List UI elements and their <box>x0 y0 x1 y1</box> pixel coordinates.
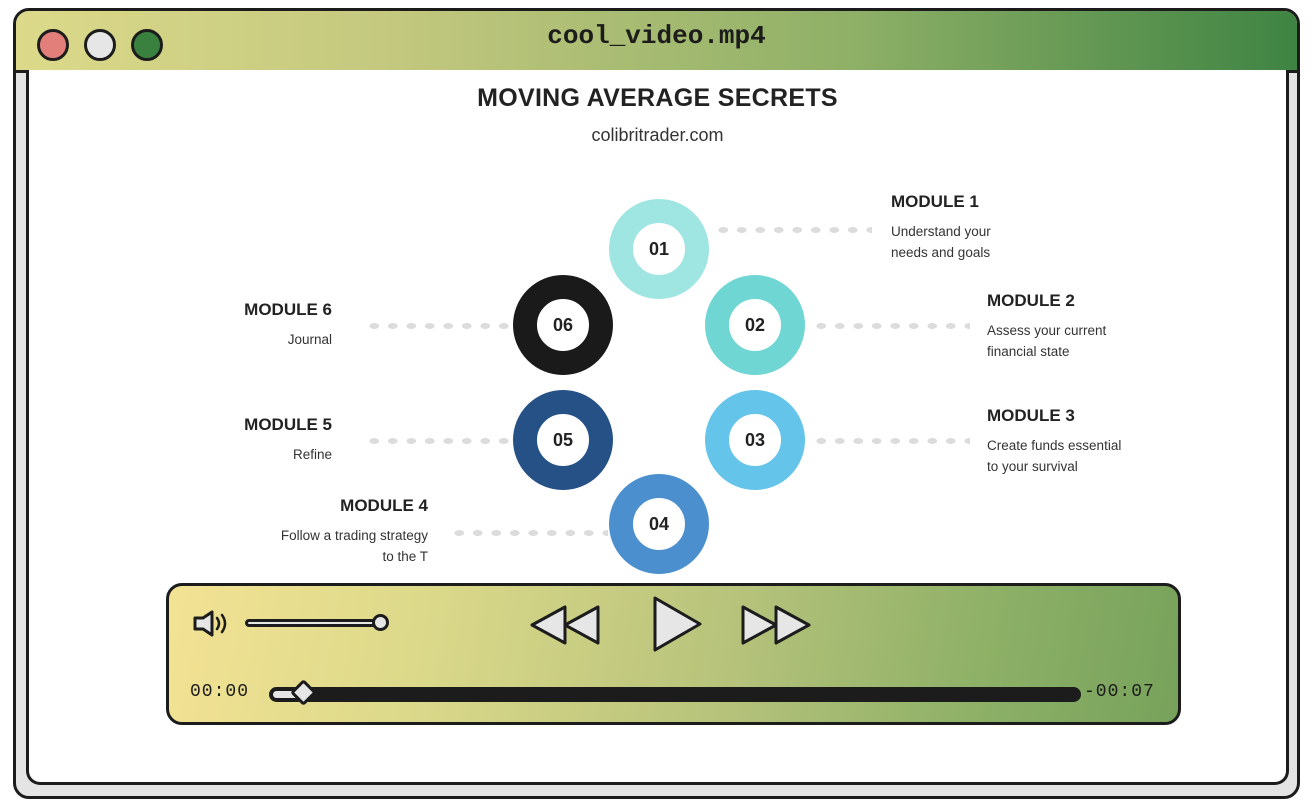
speaker-icon[interactable] <box>193 610 235 638</box>
minimize-button[interactable] <box>84 29 116 61</box>
module-5-connector <box>365 438 513 444</box>
module-2-desc-line2: financial state <box>987 344 1070 359</box>
slide-heading: MOVING AVERAGE SECRETS <box>477 84 838 112</box>
slide-subheading: colibritrader.com <box>591 125 724 145</box>
module-1-desc-line2: needs and goals <box>891 245 991 260</box>
module-3-desc-line1: Create funds essential <box>987 438 1122 453</box>
progress-bar[interactable] <box>269 687 1081 702</box>
module-1-desc: Understand your needs and goals <box>891 221 991 263</box>
module-1-desc-line1: Understand your <box>891 224 991 239</box>
module-6-title: MODULE 6 <box>244 300 332 319</box>
remaining-time: -00:07 <box>1084 682 1155 702</box>
module-4-desc-line1: Follow a trading strategy <box>280 528 428 543</box>
module-6-ring: 06 <box>513 275 613 375</box>
module-4-desc: Follow a trading strategy to the T <box>281 525 428 567</box>
module-2-connector <box>812 323 970 329</box>
module-4-title: MODULE 4 <box>340 496 428 515</box>
rewind-icon[interactable] <box>529 600 604 650</box>
maximize-button[interactable] <box>131 29 163 61</box>
module-5-ring: 05 <box>513 390 613 490</box>
module-6-connector <box>365 323 513 329</box>
module-1-connector <box>714 227 872 233</box>
module-1-title: MODULE 1 <box>891 192 979 211</box>
module-2-title: MODULE 2 <box>987 291 1075 310</box>
module-3-connector <box>812 438 970 444</box>
module-3-desc-line2: to your survival <box>987 459 1078 474</box>
play-icon[interactable] <box>651 594 706 656</box>
player-controls: 00:00 -00:07 <box>166 583 1181 725</box>
video-player-window: cool_video.mp4 MOVING AVERAGE SECRETS co… <box>13 8 1300 799</box>
module-5-title: MODULE 5 <box>244 415 332 434</box>
module-6-desc: Journal <box>287 332 332 347</box>
module-2-ring: 02 <box>705 275 805 375</box>
title-bar[interactable]: cool_video.mp4 <box>16 11 1297 73</box>
volume-slider-track[interactable] <box>245 619 379 627</box>
module-4-desc-line2: to the T <box>382 549 428 564</box>
module-2-desc-line1: Assess your current <box>987 323 1107 338</box>
video-frame[interactable]: MOVING AVERAGE SECRETS colibritrader.com… <box>26 70 1289 785</box>
module-4-ring: 04 <box>609 474 709 574</box>
close-button[interactable] <box>37 29 69 61</box>
module-3-desc: Create funds essential to your survival <box>987 435 1121 477</box>
elapsed-time: 00:00 <box>190 682 250 702</box>
fast-forward-icon[interactable] <box>740 600 815 650</box>
module-1-ring: 01 <box>609 199 709 299</box>
module-2-desc: Assess your current financial state <box>987 320 1106 362</box>
module-3-title: MODULE 3 <box>987 406 1075 425</box>
module-3-ring: 03 <box>705 390 805 490</box>
volume-slider-handle[interactable] <box>372 614 389 631</box>
module-4-connector <box>450 530 608 536</box>
window-title: cool_video.mp4 <box>547 21 766 51</box>
module-5-desc: Refine <box>292 447 332 462</box>
